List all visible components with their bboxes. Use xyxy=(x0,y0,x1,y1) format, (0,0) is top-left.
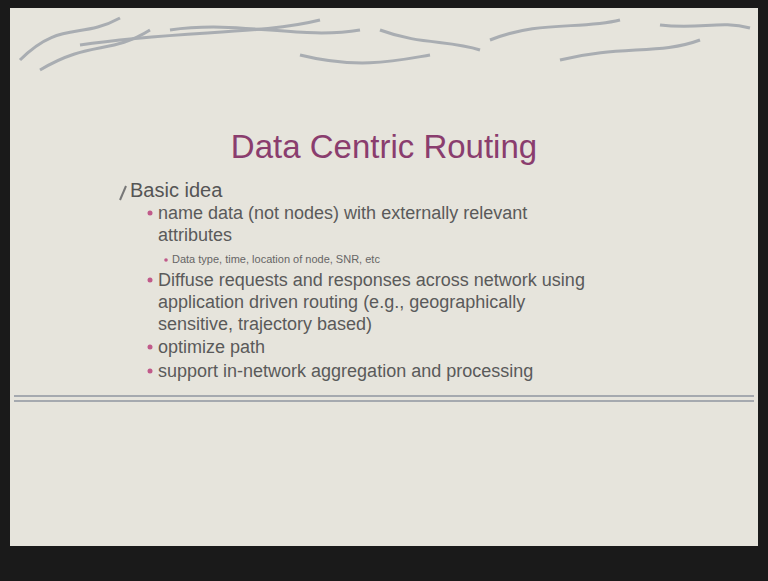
sub-bullet-text: Diffuse requests and responses across ne… xyxy=(158,269,588,335)
slide-title: Data Centric Routing xyxy=(0,128,768,166)
wave-band xyxy=(20,18,750,70)
footer-rule xyxy=(14,396,754,401)
bullet-text: Basic idea xyxy=(130,178,430,202)
sub-bullet-text: optimize path xyxy=(158,336,578,358)
bullet-mark xyxy=(120,186,126,200)
detail-text: Data type, time, location of node, SNR, … xyxy=(172,253,532,266)
sub-bullet-text: name data (not nodes) with externally re… xyxy=(158,202,578,246)
sub-bullet-text: support in-network aggregation and proce… xyxy=(158,360,588,382)
slide-ground xyxy=(10,8,758,546)
